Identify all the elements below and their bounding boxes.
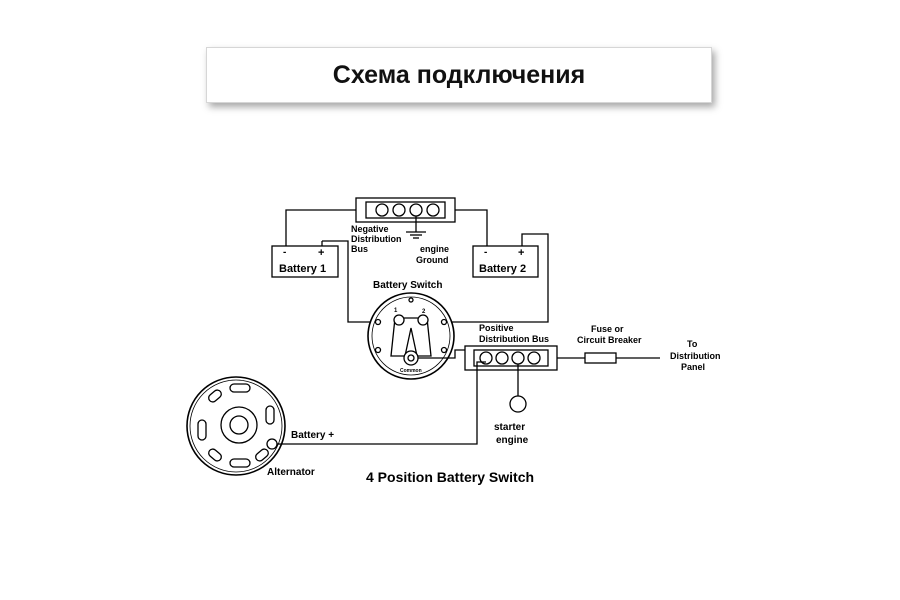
- positive-bus-label-2: Distribution Bus: [479, 334, 549, 344]
- battery-2: [472, 241, 539, 278]
- fuse-label-2: Circuit Breaker: [577, 335, 642, 345]
- engine-ground-label-2: Ground: [416, 255, 449, 265]
- battery-2-plus: +: [518, 247, 524, 259]
- positive-bus-label-1: Positive: [479, 323, 514, 333]
- battery-plus-label: Battery +: [291, 430, 334, 441]
- wire-battery1-negative: [285, 209, 356, 241]
- wire-switch-common: [418, 349, 465, 359]
- alternator-output-terminal: [266, 438, 278, 450]
- battery-switch: [367, 292, 455, 380]
- starter-label-1: starter: [494, 422, 525, 433]
- battery-2-label: Battery 2: [479, 263, 526, 275]
- switch-mark-2: 2: [422, 309, 426, 315]
- distribution-panel-label-2: Distribution: [670, 351, 721, 361]
- engine-ground-symbol: [406, 216, 426, 239]
- alternator-label: Alternator: [267, 467, 315, 478]
- wire-battery2-negative: [455, 209, 488, 241]
- battery-1-plus: +: [318, 247, 324, 259]
- positive-distribution-bus: [464, 345, 558, 371]
- distribution-panel-label-3: Panel: [681, 362, 705, 372]
- starter-label-2: engine: [496, 435, 529, 446]
- page-title: Схема подключения: [332, 60, 586, 89]
- negative-bus-label-1: Negative: [351, 224, 389, 234]
- starter-engine: [509, 395, 527, 413]
- switch-mark-common: Common: [400, 368, 422, 374]
- negative-bus-label-2: Distribution: [351, 234, 402, 244]
- wire-battery1-positive: [322, 240, 370, 323]
- fuse-circuit-breaker: [584, 352, 617, 364]
- title-banner: Схема подключения: [206, 47, 712, 103]
- battery-1-label: Battery 1: [279, 263, 326, 275]
- diagram-caption: 4 Position Battery Switch: [366, 469, 534, 485]
- battery-1-minus: -: [283, 247, 286, 258]
- engine-ground-label-1: engine: [420, 244, 449, 254]
- switch-mark-1: 1: [394, 308, 398, 314]
- battery-switch-label: Battery Switch: [373, 280, 442, 291]
- battery-2-minus: -: [484, 247, 487, 258]
- wire-alternator-positive: [277, 361, 486, 445]
- negative-bus-label-3: Bus: [351, 244, 368, 254]
- alternator: [186, 376, 286, 476]
- wire-battery2-positive: [452, 233, 549, 323]
- negative-distribution-bus: [355, 197, 456, 223]
- battery-1: [271, 241, 339, 278]
- distribution-panel-label-1: To: [687, 339, 698, 349]
- fuse-label-1: Fuse or: [591, 324, 624, 334]
